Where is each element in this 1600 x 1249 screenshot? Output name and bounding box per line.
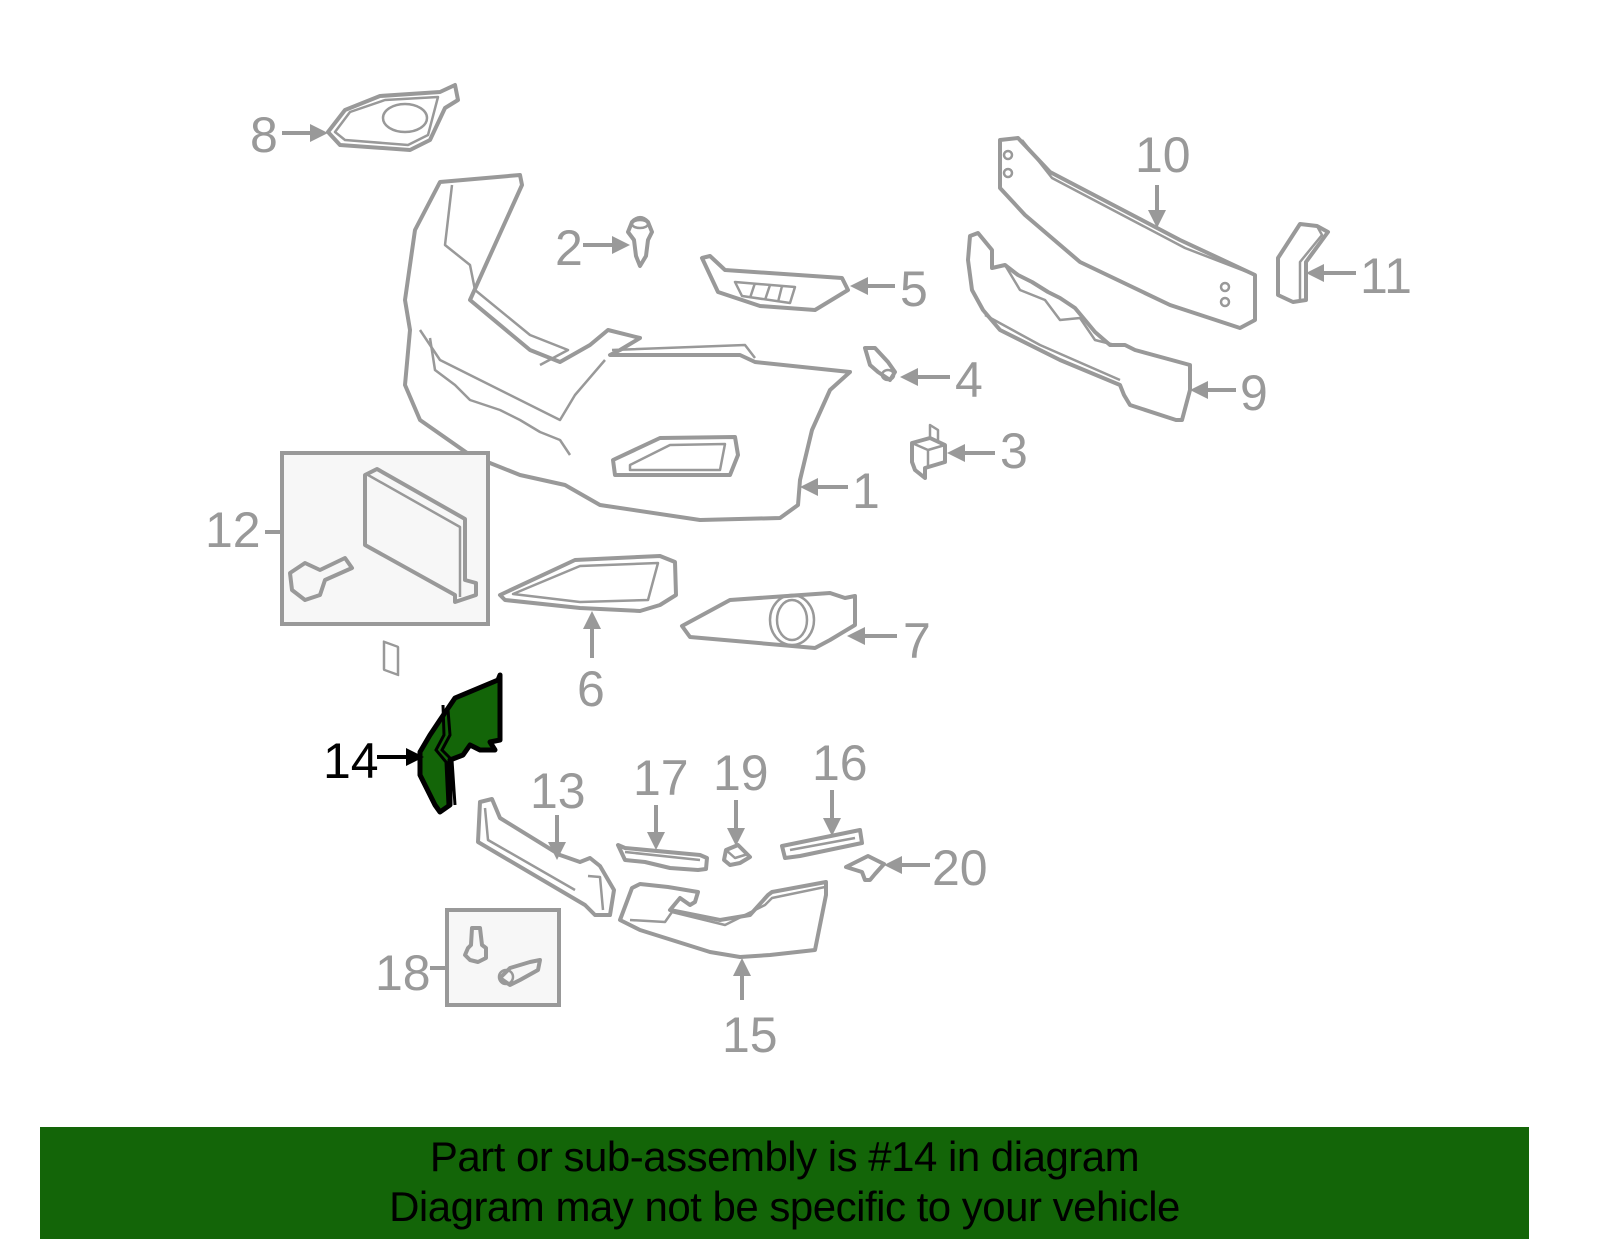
arrow-head-icon — [733, 958, 751, 976]
callout-19: 19 — [713, 745, 769, 846]
callout-label-16: 16 — [812, 735, 868, 791]
callout-20: 20 — [884, 840, 988, 896]
part-2-clip[interactable] — [626, 216, 654, 268]
callout-label-14: 14 — [323, 733, 379, 789]
callout-label-3: 3 — [1000, 423, 1028, 479]
callout-label-17: 17 — [633, 750, 689, 806]
callout-5: 5 — [850, 261, 928, 317]
callout-18: 18 — [375, 945, 447, 1001]
part-5-grille[interactable] — [700, 254, 850, 312]
part-19-clip[interactable] — [722, 843, 752, 867]
arrow-head-icon — [583, 611, 601, 629]
arrow-head-icon — [1306, 264, 1324, 282]
part-18-kit[interactable] — [445, 908, 561, 1007]
callout-6: 6 — [577, 611, 605, 717]
callout-label-4: 4 — [955, 352, 983, 408]
callout-label-13: 13 — [530, 763, 586, 819]
callout-label-11: 11 — [1360, 248, 1412, 304]
callout-16: 16 — [812, 735, 868, 836]
callout-13: 13 — [530, 763, 586, 860]
callout-12: 12 — [205, 502, 282, 558]
parts-diagram: 8 1 2 5 4 — [205, 83, 1412, 1063]
arrow-head-icon — [647, 832, 665, 850]
part-20-bracket[interactable] — [844, 854, 886, 882]
callout-11: 11 — [1306, 248, 1412, 304]
arrow-head-icon — [406, 748, 424, 766]
part-8-fog-bezel[interactable] — [326, 83, 460, 152]
part-17-strip[interactable] — [616, 843, 709, 872]
info-banner: Part or sub-assembly is #14 in diagram D… — [40, 1127, 1529, 1239]
callout-label-8: 8 — [250, 107, 278, 163]
arrow-head-icon — [548, 842, 566, 860]
arrow-head-icon — [800, 478, 818, 496]
part-13-molding[interactable] — [476, 797, 616, 917]
callout-label-20: 20 — [932, 840, 988, 896]
callout-label-6: 6 — [577, 661, 605, 717]
part-9-absorber[interactable] — [966, 231, 1192, 422]
arrow-head-icon — [947, 444, 965, 462]
callout-label-15: 15 — [722, 1007, 778, 1063]
callout-label-1: 1 — [852, 463, 880, 519]
arrow-head-icon — [823, 818, 841, 836]
callout-10: 10 — [1135, 127, 1191, 228]
part-16-strip[interactable] — [780, 828, 864, 860]
part-3-retainer[interactable] — [910, 423, 947, 480]
part-14-splash-shield-highlighted[interactable] — [417, 672, 503, 815]
callout-label-10: 10 — [1135, 127, 1191, 183]
callout-4: 4 — [900, 352, 983, 408]
part-10-reinforcement[interactable] — [998, 136, 1257, 330]
callout-label-2: 2 — [555, 220, 583, 276]
callout-9: 9 — [1190, 365, 1268, 421]
callout-15: 15 — [722, 958, 778, 1063]
callout-17: 17 — [633, 750, 689, 850]
arrow-head-icon — [900, 368, 918, 386]
callout-label-18: 18 — [375, 945, 431, 1001]
arrow-head-icon — [727, 828, 745, 846]
arrow-head-icon — [884, 856, 902, 874]
callout-label-5: 5 — [900, 261, 928, 317]
callout-2: 2 — [555, 220, 630, 276]
part-11-bracket[interactable] — [1276, 222, 1330, 304]
callout-label-12: 12 — [205, 502, 261, 558]
banner-line-disclaimer: Diagram may not be specific to your vehi… — [389, 1183, 1180, 1230]
arrow-head-icon — [850, 277, 868, 295]
arrow-head-icon — [1148, 210, 1166, 228]
part-4-clip[interactable] — [863, 346, 897, 382]
callout-label-9: 9 — [1240, 365, 1268, 421]
part-6-bezel[interactable] — [498, 554, 678, 613]
callout-7: 7 — [847, 613, 931, 669]
callout-8: 8 — [250, 107, 328, 163]
callout-14: 14 — [323, 733, 424, 789]
banner-line-part-number: Part or sub-assembly is #14 in diagram — [429, 1133, 1140, 1180]
part-15-lower-spoiler[interactable] — [618, 880, 828, 959]
callout-label-19: 19 — [713, 745, 769, 801]
arrow-head-icon — [612, 236, 630, 254]
callout-1: 1 — [800, 463, 880, 519]
callout-3: 3 — [947, 423, 1028, 479]
part-12-kit[interactable] — [280, 451, 490, 677]
part-1-bumper-cover[interactable] — [403, 173, 852, 522]
arrow-head-icon — [310, 124, 328, 142]
arrow-head-icon — [847, 627, 865, 645]
arrow-head-icon — [1190, 381, 1208, 399]
callout-label-7: 7 — [903, 613, 931, 669]
part-7-fog-lamp[interactable] — [680, 591, 857, 650]
